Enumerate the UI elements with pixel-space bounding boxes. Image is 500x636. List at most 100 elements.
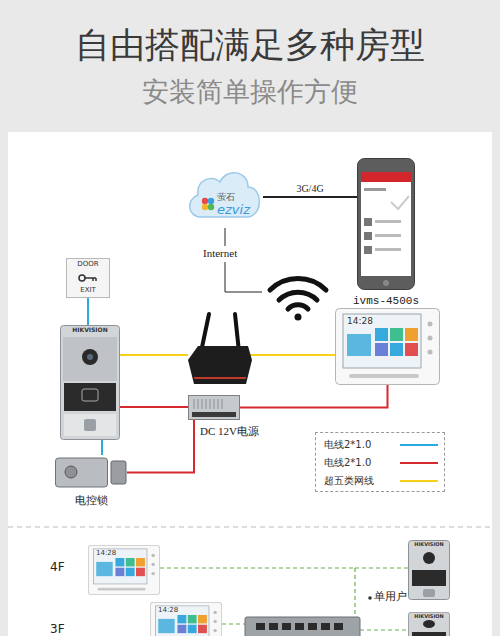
monitor-key bbox=[428, 322, 433, 327]
legend-text: 超五类网线 bbox=[324, 474, 374, 488]
bus-wire bbox=[160, 567, 355, 568]
internet-line bbox=[225, 228, 262, 292]
screen-tile bbox=[390, 328, 403, 341]
router-stripe bbox=[194, 377, 246, 379]
logo-dot bbox=[202, 204, 208, 210]
network-switch bbox=[245, 617, 360, 636]
cloud-outline bbox=[190, 173, 260, 217]
indoor-monitor: 14:28 bbox=[335, 308, 440, 385]
card-icon bbox=[82, 389, 98, 401]
section-divider bbox=[8, 527, 492, 528]
screen-tile bbox=[347, 334, 371, 356]
screen-tile bbox=[126, 568, 135, 576]
camera-lens bbox=[423, 620, 435, 628]
button-text: EXIT bbox=[66, 287, 110, 295]
user-label: 单用户 bbox=[374, 591, 407, 603]
electric-lock: 电控锁 bbox=[55, 455, 127, 490]
screen-tile bbox=[96, 562, 112, 576]
monitor-key bbox=[151, 572, 154, 575]
floor-label: 4F bbox=[50, 561, 65, 574]
switch-ports bbox=[256, 623, 343, 630]
smartphone: ivms-4500s bbox=[357, 158, 415, 290]
screen-tile bbox=[158, 619, 174, 633]
switch-body bbox=[245, 617, 360, 636]
card-reader bbox=[412, 632, 446, 636]
screen-tile bbox=[177, 625, 186, 633]
legend-text: 电线2*1.0 bbox=[324, 456, 371, 470]
switch-port bbox=[295, 623, 304, 630]
wire-connector bbox=[240, 385, 388, 408]
lock-cylinder bbox=[65, 466, 77, 478]
station-body bbox=[61, 326, 120, 440]
home-button bbox=[383, 280, 389, 286]
bus-wire bbox=[354, 568, 355, 618]
bullet-dot bbox=[368, 596, 372, 600]
call-panel bbox=[64, 414, 116, 436]
monitor-screen bbox=[155, 606, 208, 636]
clock-text: 14:28 bbox=[347, 317, 373, 327]
indoor-monitor: 14:28 bbox=[88, 545, 160, 595]
bus-wire bbox=[360, 629, 408, 630]
brand-name: 萤石 bbox=[217, 193, 235, 203]
key-icon bbox=[79, 275, 85, 281]
brand-logo-text: ezviz bbox=[217, 203, 250, 217]
screen-tile bbox=[375, 328, 388, 341]
indoor-monitor: 14:28 bbox=[150, 602, 222, 636]
call-button bbox=[84, 419, 96, 431]
internet-line bbox=[225, 228, 226, 246]
camera-lens bbox=[87, 354, 93, 360]
monitor-key bbox=[151, 563, 154, 566]
wire-connector bbox=[127, 420, 194, 473]
door-station: HIKVISION bbox=[60, 325, 120, 440]
station-body bbox=[409, 541, 450, 600]
switch-port bbox=[321, 623, 330, 630]
monitor-keys bbox=[349, 374, 419, 378]
screen-tile bbox=[405, 343, 418, 356]
outdoor-station: HIKVISION bbox=[408, 612, 450, 636]
wifi-dot bbox=[295, 314, 302, 321]
screen-tile bbox=[136, 568, 145, 576]
app-icon bbox=[364, 246, 372, 254]
page-title: 自由搭配满足多种房型 bbox=[0, 22, 500, 69]
screen-tile bbox=[177, 615, 186, 623]
outdoor-station: HIKVISION bbox=[408, 540, 450, 600]
monitor-body bbox=[336, 309, 440, 385]
button-plate bbox=[67, 259, 110, 298]
logo-dot bbox=[202, 198, 208, 204]
cloud-service: 萤石ezviz bbox=[185, 163, 263, 227]
station-body bbox=[409, 612, 450, 636]
switch-port bbox=[256, 623, 265, 630]
wifi-arc bbox=[270, 279, 326, 290]
screen-tile bbox=[188, 625, 197, 633]
camera-lens bbox=[423, 552, 435, 564]
wire-connector bbox=[263, 196, 357, 198]
logo-dot bbox=[208, 198, 214, 204]
device-label: 电控锁 bbox=[55, 494, 127, 506]
legend-swatch bbox=[400, 480, 438, 482]
app-icon bbox=[364, 232, 372, 240]
phone-shape bbox=[357, 158, 415, 290]
app-name: ivms-4500s bbox=[333, 295, 439, 307]
monitor-body bbox=[88, 545, 159, 594]
floor-label: 3F bbox=[50, 623, 65, 636]
phone-screen bbox=[361, 172, 411, 276]
monitor-key bbox=[213, 611, 216, 614]
phone-body bbox=[358, 159, 415, 290]
app-check bbox=[391, 196, 409, 209]
door-station-shape bbox=[60, 325, 120, 440]
network-cable bbox=[250, 354, 335, 356]
lock-shape bbox=[55, 455, 127, 490]
app-header bbox=[361, 172, 411, 182]
legend-box: 电线2*1.0电线2*1.0超五类网线 bbox=[315, 432, 445, 492]
camera-lens bbox=[82, 349, 98, 365]
monitor-key bbox=[151, 554, 154, 557]
brand-logo: HIKVISION bbox=[408, 614, 450, 620]
screen-tile bbox=[115, 558, 124, 566]
lock-body bbox=[56, 458, 108, 487]
psu-vents bbox=[194, 399, 222, 409]
psu-terminals bbox=[192, 412, 236, 417]
bus-wire bbox=[222, 623, 245, 624]
card-reader bbox=[64, 383, 116, 411]
switch-port bbox=[269, 623, 278, 630]
